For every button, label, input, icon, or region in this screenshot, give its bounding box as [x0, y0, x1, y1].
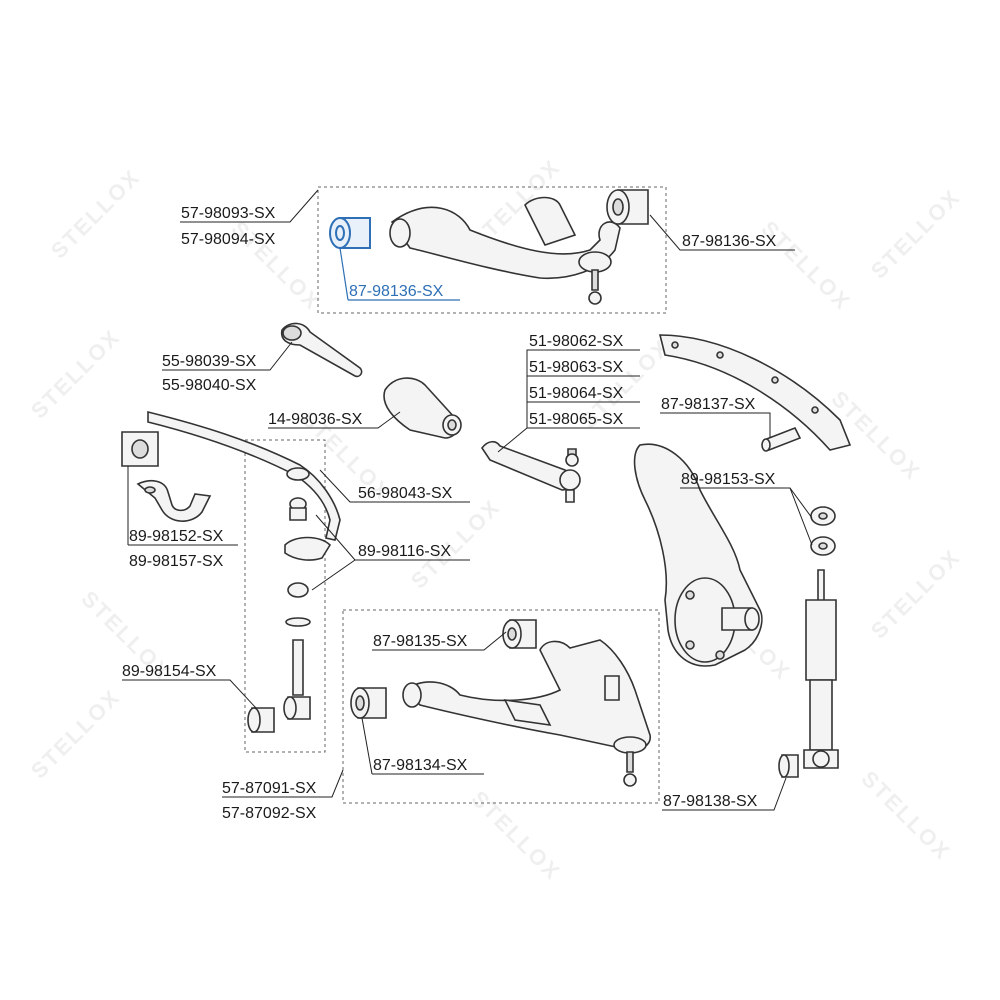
part-label-87-98134[interactable]: 87-98134-SX [373, 757, 468, 774]
part-label-51-98065[interactable]: 51-98065-SX [529, 411, 624, 428]
inner-tie-rod[interactable] [280, 322, 363, 378]
outer-tie-rod-end[interactable] [481, 440, 581, 503]
upper-control-arm[interactable] [389, 196, 621, 305]
lower-control-arm[interactable] [402, 639, 651, 787]
watermark: STELLOX [26, 684, 125, 783]
part-label-55-98039[interactable]: 55-98039-SX [162, 353, 257, 370]
lower-arm-rear-bushing[interactable] [350, 687, 387, 719]
bracket-bushing[interactable] [761, 426, 802, 452]
part-label-14-98036[interactable]: 14-98036-SX [268, 411, 363, 428]
stabilizer-link-group-box [244, 439, 326, 753]
lower-arm-front-bushing[interactable] [502, 619, 537, 649]
splash-shield[interactable] [658, 334, 852, 451]
leader-lines [122, 189, 813, 811]
part-label-55-98040[interactable]: 55-98040-SX [162, 377, 257, 394]
part-label-57-87092[interactable]: 57-87092-SX [222, 805, 317, 822]
part-label-89-98116[interactable]: 89-98116-SX [358, 543, 451, 560]
part-label-51-98063[interactable]: 51-98063-SX [529, 359, 624, 376]
part-label-51-98064[interactable]: 51-98064-SX [529, 385, 624, 402]
part-label-57-87091[interactable]: 57-87091-SX [222, 780, 317, 797]
upper-arm-bushing-right[interactable] [606, 189, 649, 225]
part-label-89-98157[interactable]: 89-98157-SX [129, 553, 224, 570]
part-label-87-98138[interactable]: 87-98138-SX [663, 793, 758, 810]
steering-knuckle[interactable] [633, 443, 763, 667]
shock-lower-bushing[interactable] [778, 754, 799, 778]
part-label-57-98093[interactable]: 57-98093-SX [181, 205, 276, 222]
watermark: STELLOX [466, 786, 565, 885]
watermark: STELLOX [856, 766, 955, 865]
steering-rack-bushing[interactable] [383, 377, 462, 439]
part-label-87-98136-highlighted[interactable]: 87-98136-SX [349, 283, 444, 300]
shock-absorber[interactable] [803, 569, 839, 769]
part-label-51-98062[interactable]: 51-98062-SX [529, 333, 624, 350]
part-label-89-98153[interactable]: 89-98153-SX [681, 471, 776, 488]
watermark: STELLOX [866, 544, 965, 643]
shock-absorber-bushings[interactable] [810, 506, 836, 556]
watermark: STELLOX [46, 164, 145, 263]
watermark: STELLOX [866, 184, 965, 283]
stabilizer-bracket[interactable] [136, 479, 212, 522]
stabilizer-bushing[interactable] [121, 431, 159, 467]
part-label-87-98137[interactable]: 87-98137-SX [661, 396, 756, 413]
watermark: STELLOX [26, 324, 125, 423]
upper-arm-group-box [317, 186, 667, 314]
stabilizer-link-bushing[interactable] [247, 707, 275, 733]
upper-arm-bushing-highlighted[interactable] [329, 217, 371, 249]
part-label-56-98043[interactable]: 56-98043-SX [358, 485, 453, 502]
stabilizer-link-parts[interactable] [283, 467, 332, 720]
part-label-89-98154[interactable]: 89-98154-SX [122, 663, 217, 680]
part-label-87-98136-right[interactable]: 87-98136-SX [682, 233, 777, 250]
lower-arm-group-box [342, 609, 660, 804]
part-label-89-98152[interactable]: 89-98152-SX [129, 528, 224, 545]
part-label-87-98135[interactable]: 87-98135-SX [373, 633, 468, 650]
part-label-57-98094[interactable]: 57-98094-SX [181, 231, 276, 248]
part-labels: 57-98093-SX 57-98094-SX 87-98136-SX 87-9… [122, 205, 777, 822]
watermark: STELLOX [756, 216, 855, 315]
